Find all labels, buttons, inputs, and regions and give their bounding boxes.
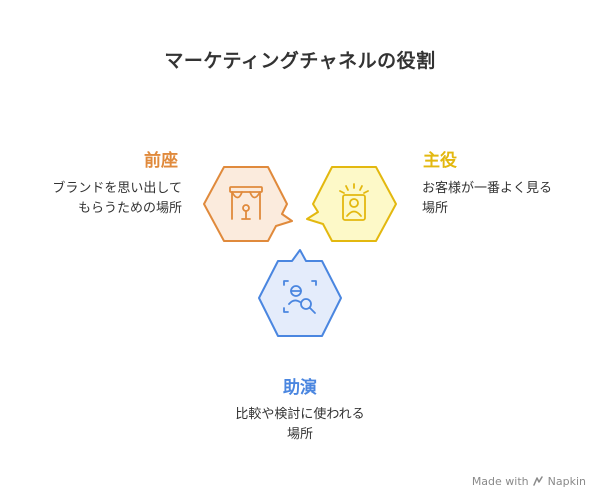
- napkin-logo-icon: [532, 476, 543, 486]
- hexagon-supporting: [258, 249, 342, 337]
- made-with-label: Made with: [471, 475, 529, 488]
- role-description-line: 場所: [422, 201, 449, 216]
- page-title: マーケティングチャネルの役割: [164, 50, 436, 72]
- role-description-line: ブランドを思い出して: [52, 181, 182, 196]
- footer-attribution[interactable]: Made with Napkin: [472, 475, 586, 488]
- spotlight-person-icon: [339, 183, 369, 221]
- hexagon-opening: [203, 166, 293, 242]
- napkin-brand-label: Napkin: [547, 475, 586, 488]
- role-description-line: もらうための場所: [77, 201, 182, 216]
- role-description-line: 場所: [286, 427, 313, 442]
- role-description-line: お客様が一番よく見る: [422, 181, 553, 196]
- role-heading-lead: 主役: [423, 151, 457, 171]
- role-description-opening: ブランドを思い出して もらうための場所: [52, 179, 182, 219]
- role-description-lead: お客様が一番よく見る 場所: [422, 179, 552, 219]
- role-heading-supporting: 助演: [283, 378, 317, 398]
- role-description-supporting: 比較や検討に使われる 場所: [0, 405, 600, 445]
- hexagon-lead: [306, 166, 397, 242]
- search-person-icon: [283, 280, 317, 314]
- stage-icon: [229, 186, 263, 220]
- role-description-line: 比較や検討に使われる: [235, 407, 365, 422]
- role-heading-opening: 前座: [144, 151, 178, 171]
